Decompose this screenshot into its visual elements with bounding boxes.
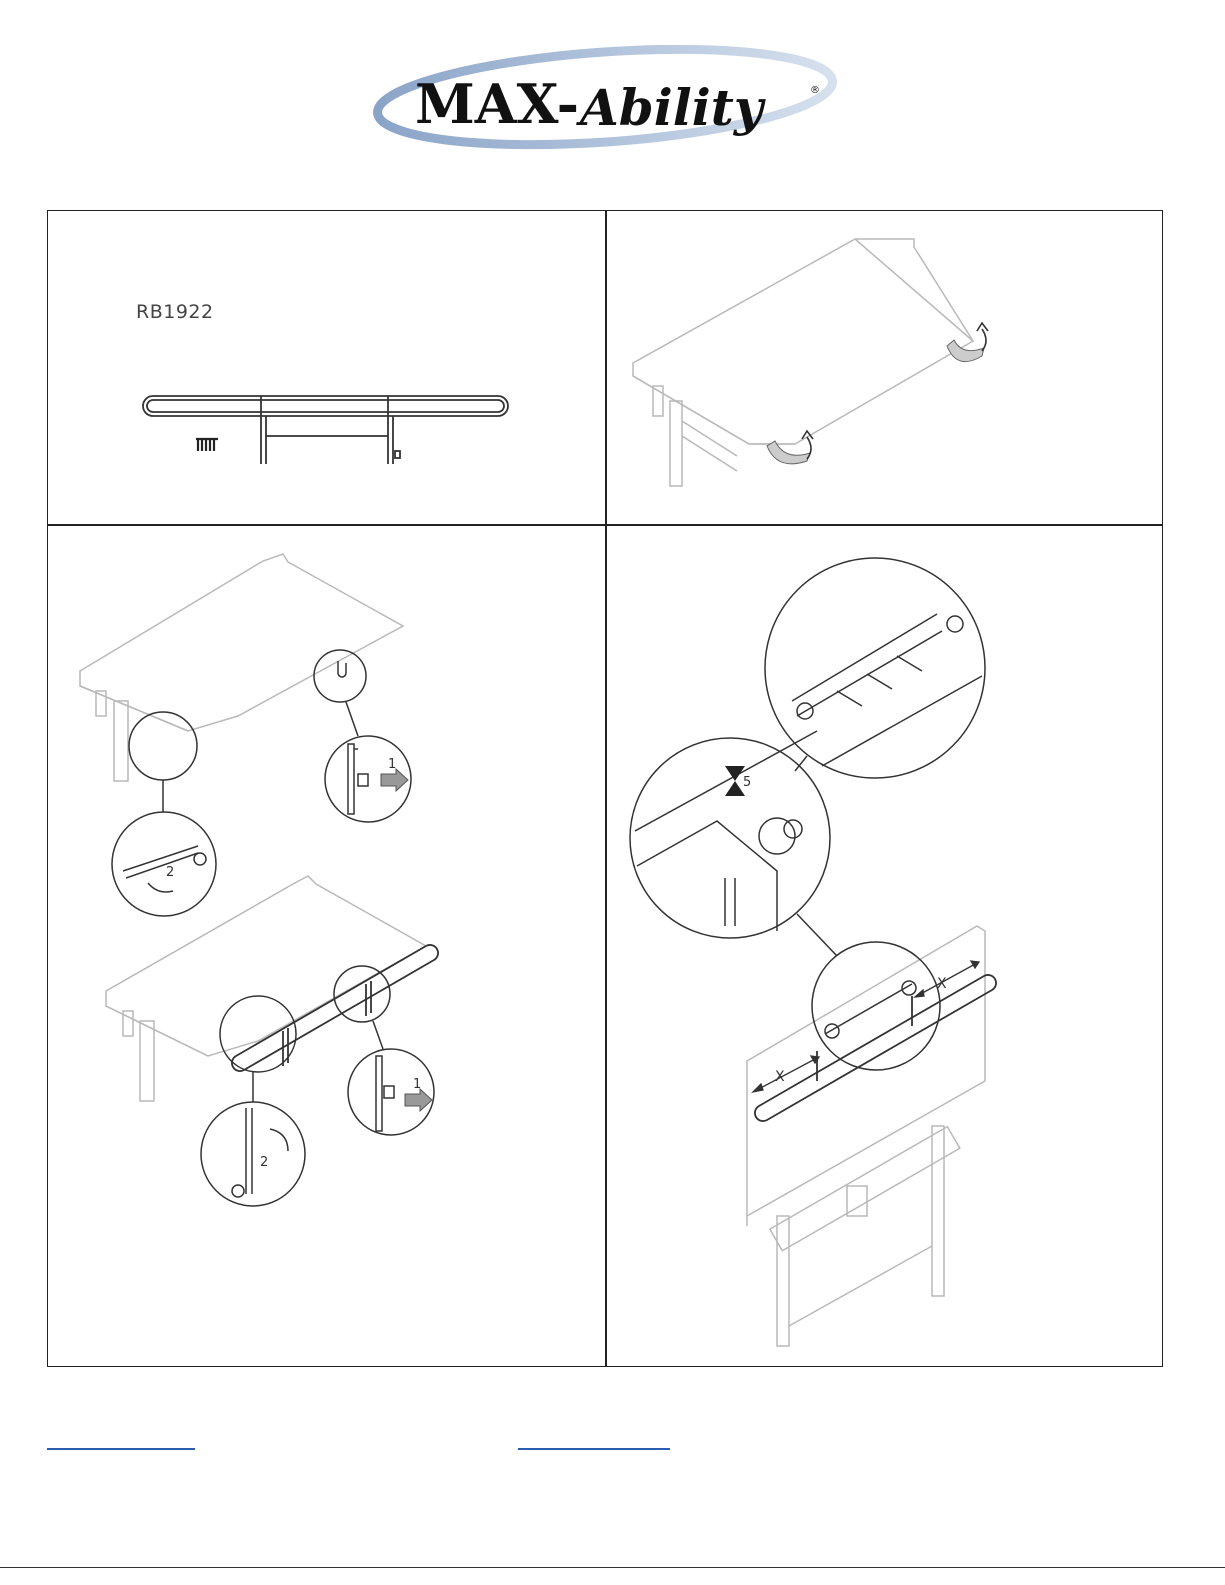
panel-parts: RB1922 bbox=[48, 211, 605, 524]
footer-link-right[interactable] bbox=[518, 1448, 670, 1450]
logo-registered: ® bbox=[810, 85, 820, 96]
step-2-lower: 2 bbox=[260, 1155, 268, 1170]
attach-rail-illustration: 1 2 bbox=[48, 526, 605, 1366]
panel-attach-rail: 1 2 bbox=[48, 526, 605, 1366]
step-2-upper: 2 bbox=[166, 865, 174, 880]
table-straps-illustration bbox=[607, 211, 1162, 524]
gap-label: 5 bbox=[743, 775, 751, 790]
logo-text-main: MAX- bbox=[415, 72, 579, 136]
logo-text-script: Ability bbox=[576, 78, 766, 137]
instruction-grid: RB1922 bbox=[47, 210, 1163, 1367]
step-1-upper: 1 bbox=[388, 757, 396, 772]
dimension-x-left: X bbox=[775, 1069, 785, 1085]
screws-icon bbox=[196, 439, 218, 451]
step-1-lower: 1 bbox=[413, 1077, 421, 1092]
part-number: RB1922 bbox=[136, 301, 214, 323]
footer-link-left[interactable] bbox=[47, 1448, 195, 1450]
bottom-rule bbox=[0, 1567, 1225, 1568]
max-ability-logo: MAX- Ability ® bbox=[370, 45, 840, 155]
adjust-rail-illustration: X X bbox=[607, 526, 1162, 1366]
panel-adjust-rail: X X bbox=[607, 526, 1162, 1366]
rail-parts-illustration bbox=[48, 211, 605, 524]
panel-remove-straps bbox=[607, 211, 1162, 524]
